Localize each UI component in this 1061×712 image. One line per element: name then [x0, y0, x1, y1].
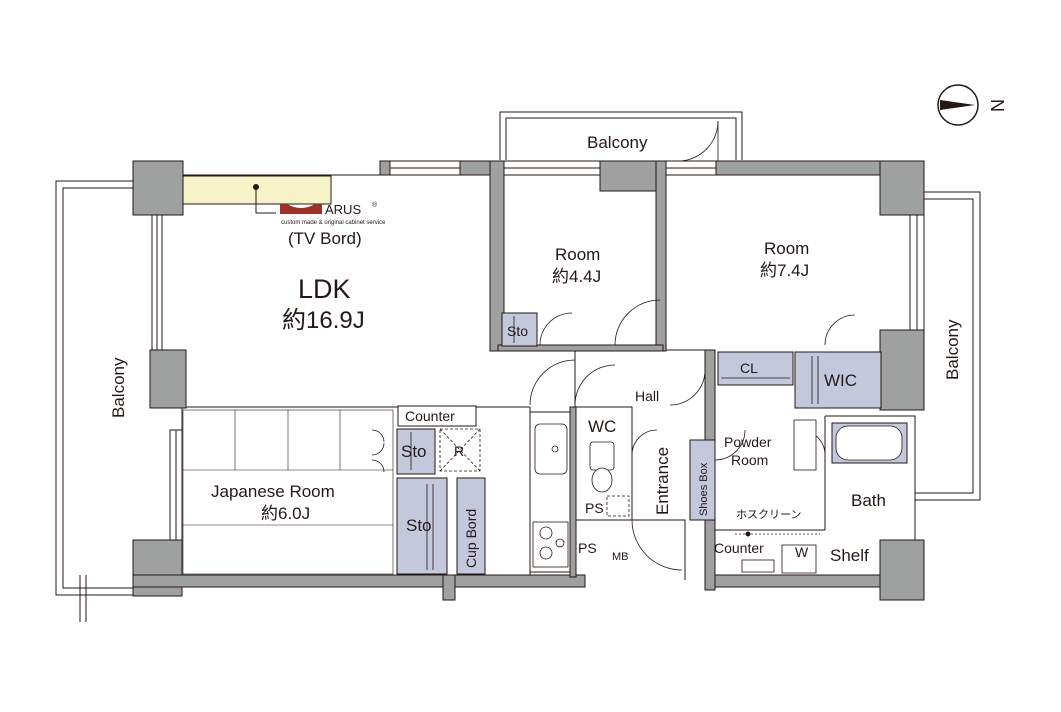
bath-fixtures [741, 419, 903, 574]
powder-room-line2: Room [731, 452, 768, 468]
cup-bord-label: Cup Bord [463, 509, 479, 568]
balcony-right-label: Balcony [943, 319, 962, 380]
kitchen-fixtures [532, 423, 569, 568]
hosu-screen-label: ホスクリーン [736, 508, 801, 521]
shelf-label: Shelf [830, 546, 869, 565]
toilet [589, 441, 615, 493]
brand-logo: ARUS ® custom made & original cabinet se… [280, 201, 386, 226]
bath-label: Bath [851, 491, 886, 510]
room-a-size: 約4.4J [552, 267, 601, 286]
ldk-size: 約16.9J [282, 307, 365, 334]
refrigerator-space [439, 406, 630, 517]
balcony-left [55, 180, 133, 622]
japanese-room-name: Japanese Room [211, 482, 335, 501]
japanese-room-size: 約6.0J [261, 504, 310, 523]
wc-label: WC [588, 417, 616, 436]
counter-powder-label: Counter [714, 540, 764, 556]
room-b-name: Room [764, 239, 809, 258]
sto-japanese-label: Sto [401, 442, 427, 461]
tv-board-pointer [255, 187, 276, 214]
w-label: W [795, 544, 809, 560]
brand-name: ARUS [325, 202, 361, 217]
mb-label: MB [612, 551, 629, 563]
ps-upper-label: PS [585, 500, 604, 516]
windows [151, 160, 925, 541]
brand-tagline: custom made & original cabinet service [281, 220, 386, 226]
shoes-box-label: Shoes Box [698, 462, 710, 516]
walls [132, 160, 925, 601]
room-b-size: 約7.4J [760, 261, 809, 280]
tatami-grid [182, 409, 394, 575]
door-swings [371, 120, 856, 571]
wic-label: WIC [824, 371, 857, 390]
hosu-screen-dot [745, 531, 751, 537]
balcony-top-label: Balcony [587, 133, 648, 152]
compass-arrow-icon [940, 100, 975, 110]
compass: N [937, 84, 1007, 126]
compass-circle-icon [937, 84, 979, 126]
r-marker-label: R [454, 443, 464, 459]
compass-letter: N [987, 99, 1007, 112]
balcony-right [915, 191, 981, 501]
counter-kitchen: Counter [397, 405, 477, 427]
balcony-left-label: Balcony [109, 357, 128, 418]
counter-kitchen-label: Counter [405, 408, 455, 424]
ldk-name: LDK [298, 274, 351, 304]
powder-room-line1: Powder [724, 434, 772, 450]
brand-mark-icon [280, 204, 322, 214]
closet-rods [410, 316, 819, 570]
tv-board [182, 175, 332, 205]
cl-label: CL [740, 360, 758, 376]
ps-lower-label: PS [578, 540, 597, 556]
room-a-name: Room [555, 245, 600, 264]
entrance-label: Entrance [653, 447, 672, 515]
hall-label: Hall [635, 388, 659, 404]
balcony-top [499, 111, 743, 160]
tv-board-label: (TV Bord) [288, 229, 362, 248]
sto-room-a-label: Sto [507, 323, 528, 339]
sto-closet-label: Sto [406, 516, 432, 535]
brand-registered: ® [372, 201, 378, 209]
